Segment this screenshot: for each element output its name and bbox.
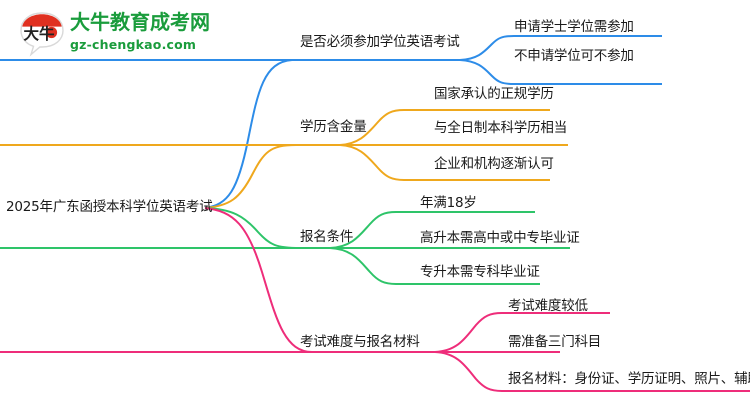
logo-wordmark: 大牛教育成考网 gz-chengkao.com	[70, 10, 235, 58]
mindmap-root-node[interactable]: 2025年广东函授本科学位英语考试	[6, 199, 213, 215]
branch-node-4[interactable]: 考试难度与报名材料	[300, 334, 420, 350]
svg-text:大牛: 大牛	[23, 24, 55, 43]
branch-node-2[interactable]: 学历含金量	[300, 119, 367, 135]
leaf-node-3-1[interactable]: 年满18岁	[420, 195, 477, 211]
curve-root-to-branch-4	[204, 207, 435, 353]
speech-bubble-logo-icon: 大牛	[18, 11, 66, 57]
logo-name-cn: 大牛教育成考网	[70, 10, 210, 34]
leaf-node-1-2[interactable]: 不申请学位可不参加	[514, 48, 634, 64]
curve-branch-4-to-child-3	[434, 351, 750, 392]
curve-branch-3-to-child-3	[329, 247, 540, 285]
curve-branch-1-to-child-1	[459, 35, 662, 61]
curve-branch-2-to-child-3	[339, 144, 550, 181]
leaf-node-2-3[interactable]: 企业和机构逐渐认可	[434, 156, 554, 172]
leaf-node-4-2[interactable]: 需准备三门科目	[508, 334, 602, 350]
curve-branch-2-to-child-1	[339, 109, 550, 146]
leaf-node-2-1[interactable]: 国家承认的正规学历	[434, 86, 554, 102]
curve-branch-1-to-child-2	[459, 59, 662, 85]
leaf-node-4-3[interactable]: 报名材料：身份证、学历证明、照片、辅助材料	[508, 371, 750, 387]
leaf-node-3-3[interactable]: 专升本需专科毕业证	[420, 264, 540, 280]
logo-name-en: gz-chengkao.com	[70, 37, 197, 52]
site-logo: 大牛 大牛教育成考网 gz-chengkao.com	[18, 8, 233, 60]
leaf-node-3-2[interactable]: 高升本需高中或中专毕业证	[420, 230, 580, 246]
leaf-node-1-1[interactable]: 申请学士学位需参加	[514, 19, 634, 35]
curve-root-to-branch-1	[204, 59, 460, 209]
branch-node-1[interactable]: 是否必须参加学位英语考试	[300, 34, 460, 50]
leaf-node-2-2[interactable]: 与全日制本科学历相当	[434, 120, 567, 136]
curve-branch-4-to-child-1	[434, 312, 610, 353]
branch-node-3[interactable]: 报名条件	[300, 229, 354, 245]
curve-branch-3-to-child-1	[329, 211, 535, 249]
leaf-node-4-1[interactable]: 考试难度较低	[508, 298, 588, 314]
